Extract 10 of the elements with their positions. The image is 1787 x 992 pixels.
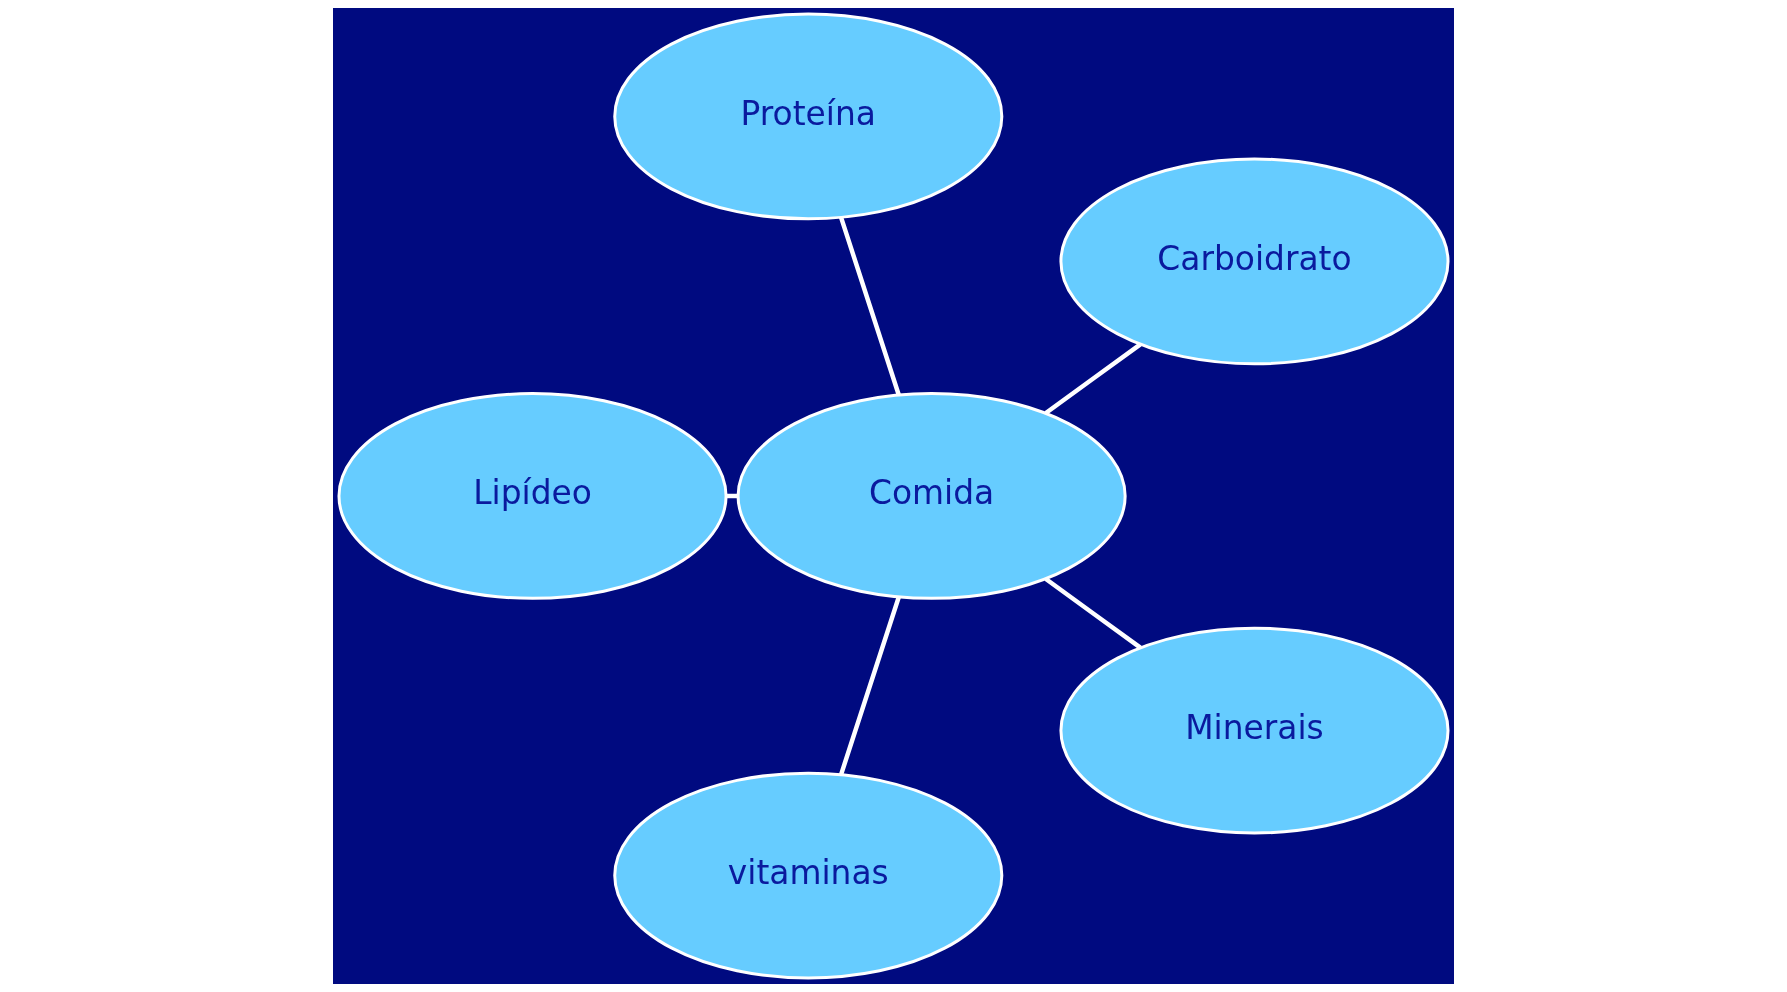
node-ellipse: Proteína	[613, 12, 1004, 221]
node-ellipse: Lipídeo	[337, 392, 728, 600]
node-ellipse: Carboidrato	[1059, 157, 1450, 366]
node-ellipse: Comida	[736, 392, 1127, 600]
node-ellipse: Minerais	[1059, 626, 1450, 835]
connector	[838, 596, 901, 776]
connector	[1044, 577, 1142, 650]
connector	[1044, 342, 1142, 415]
node-ellipse: vitaminas	[613, 771, 1004, 980]
connector	[838, 216, 901, 396]
